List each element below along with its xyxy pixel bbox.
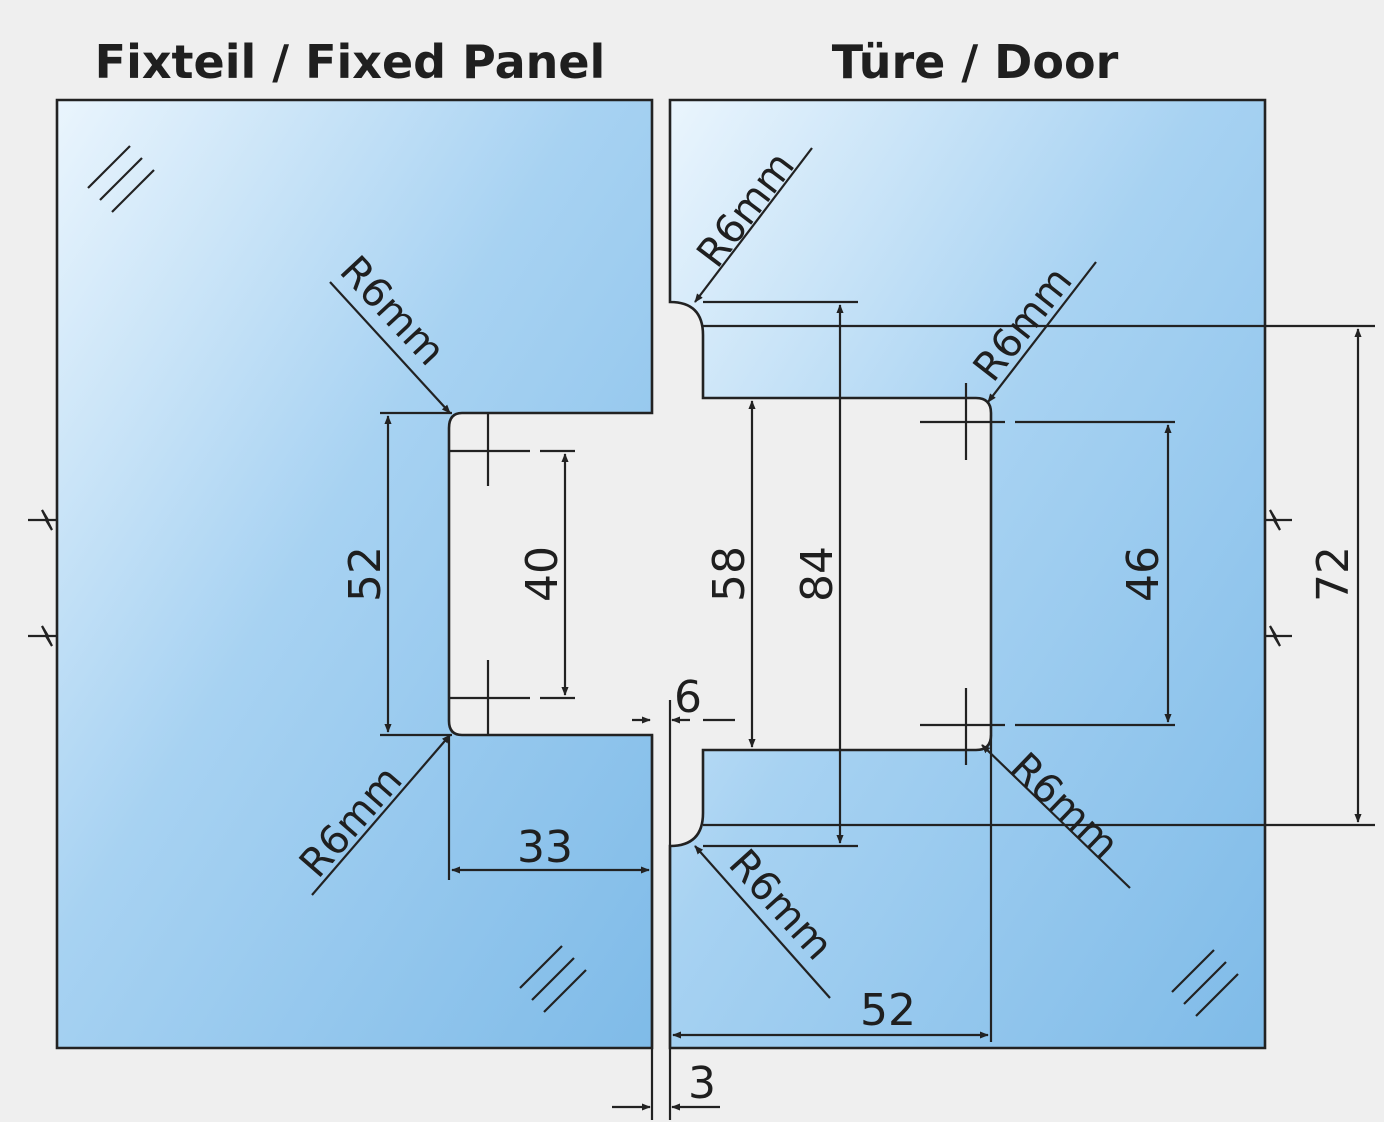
dim-door-outer-height: 72: [1308, 546, 1359, 602]
hole-center-marks: [448, 383, 1175, 765]
dim-fixed-cutout-height: 52: [340, 546, 391, 602]
fixed-panel-glass: [55, 98, 654, 1050]
door-title: Türe / Door: [832, 35, 1119, 89]
dimension-lines: [384, 304, 1362, 1111]
dim-door-cutout-width: 52: [860, 985, 916, 1036]
glass-hatch-marks: [87, 145, 1239, 1017]
dim-gap-bottom: 3: [688, 1058, 716, 1109]
break-marks: [28, 509, 1292, 647]
dim-fixed-hole-spacing: 40: [517, 546, 568, 602]
dim-fixed-cutout-depth: 33: [517, 822, 573, 873]
dim-door-hole-spacing: 46: [1118, 546, 1169, 602]
extension-lines: [380, 300, 1375, 1120]
dim-door-plate-height: 84: [792, 546, 843, 602]
dim-gap-top: 6: [674, 672, 702, 723]
dim-door-notch-height: 58: [704, 546, 755, 602]
radius-leaders: [311, 147, 1131, 999]
fixed-panel-title: Fixteil / Fixed Panel: [95, 35, 606, 89]
